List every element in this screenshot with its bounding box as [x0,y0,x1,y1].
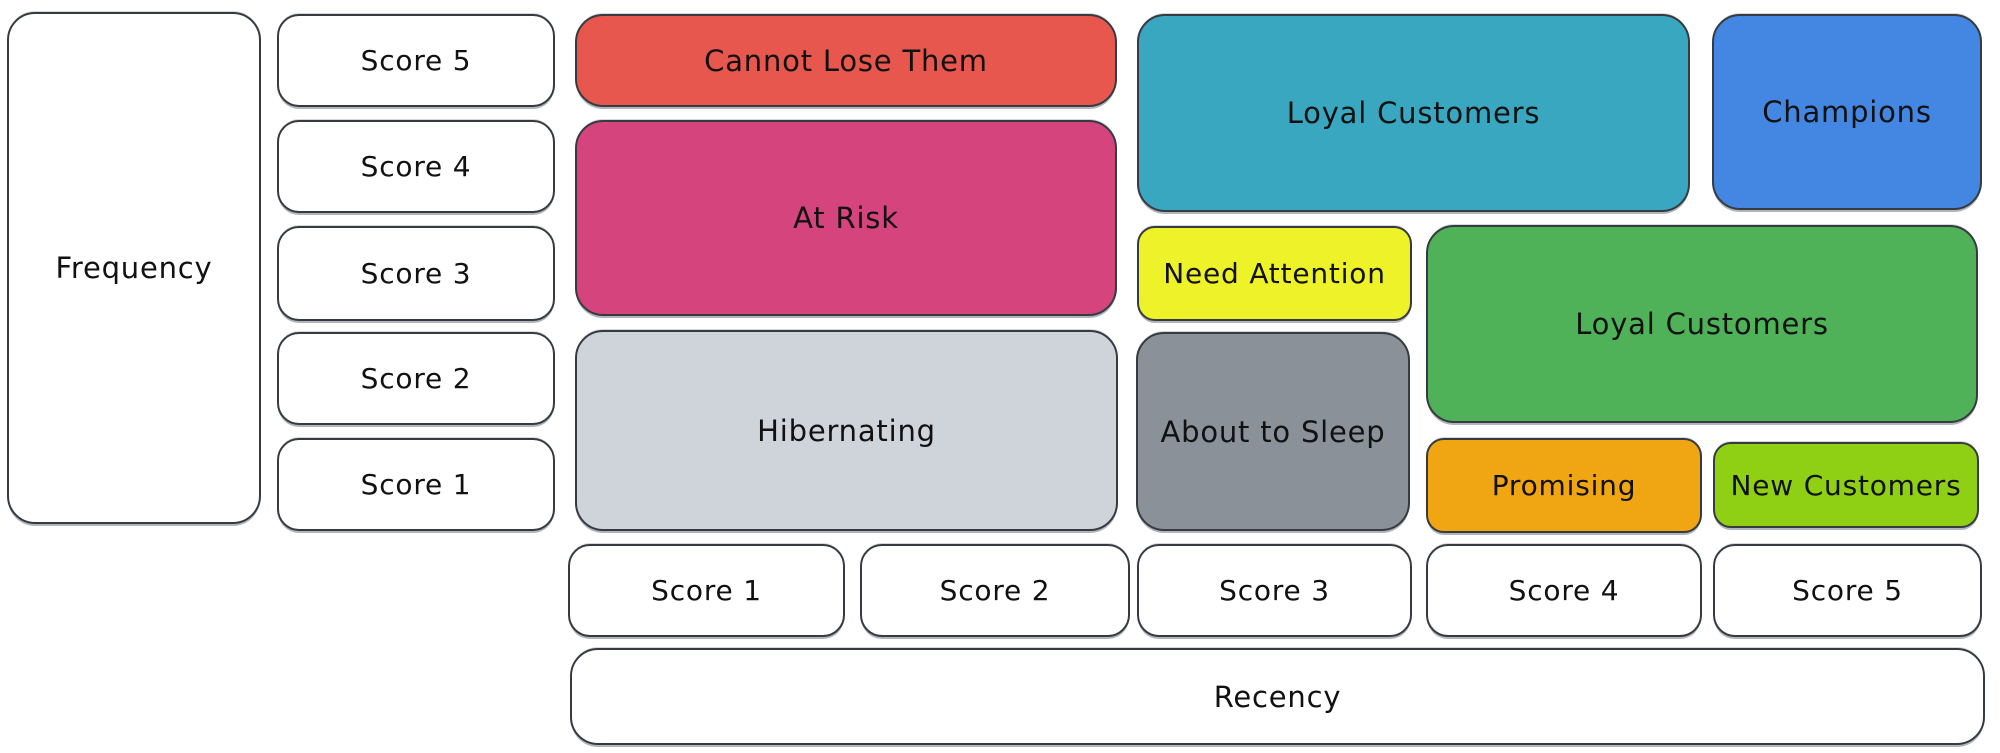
frequency-score-4-label: Score 4 [360,150,472,183]
segment-promising: Promising [1426,438,1702,533]
recency-score-4-label: Score 4 [1508,574,1620,607]
recency-score-1-label: Score 1 [651,574,762,607]
segment-about-to-sleep-label: About to Sleep [1160,414,1386,449]
recency-axis-label: Recency [1213,679,1342,714]
recency-score-4-box: Score 4 [1426,544,1702,637]
frequency-score-3-label: Score 3 [360,257,472,290]
segment-loyal-customers-green-label: Loyal Customers [1575,307,1829,341]
recency-score-2-box: Score 2 [860,544,1130,637]
segment-at-risk: At Risk [575,120,1117,316]
segment-need-attention-label: Need Attention [1163,257,1386,290]
segment-loyal-customers-teal: Loyal Customers [1137,14,1690,212]
frequency-score-3-box: Score 3 [277,226,555,321]
frequency-axis-label-box: Frequency [7,12,261,524]
frequency-score-5-label: Score 5 [360,44,472,77]
segment-promising-label: Promising [1491,469,1637,502]
segment-need-attention: Need Attention [1137,226,1412,321]
segment-cannot-lose-them: Cannot Lose Them [575,14,1117,107]
frequency-score-5-box: Score 5 [277,14,555,107]
frequency-score-2-label: Score 2 [360,362,472,395]
segment-new-customers-label: New Customers [1730,468,1962,502]
frequency-score-2-box: Score 2 [277,332,555,425]
recency-score-3-label: Score 3 [1219,574,1330,607]
segment-about-to-sleep: About to Sleep [1136,332,1410,531]
segment-hibernating: Hibernating [575,330,1118,531]
recency-score-5-label: Score 5 [1792,574,1903,607]
frequency-score-1-label: Score 1 [360,468,472,501]
recency-score-2-label: Score 2 [939,574,1051,607]
frequency-score-4-box: Score 4 [277,120,555,213]
segment-new-customers: New Customers [1713,442,1979,528]
segment-champions: Champions [1712,14,1982,210]
segment-loyal-customers-green: Loyal Customers [1426,225,1978,423]
recency-score-3-box: Score 3 [1137,544,1412,637]
frequency-score-1-box: Score 1 [277,438,555,531]
segment-hibernating-label: Hibernating [757,413,936,448]
segment-cannot-lose-them-label: Cannot Lose Them [704,43,988,78]
segment-champions-label: Champions [1762,95,1932,129]
segment-at-risk-label: At Risk [793,201,899,235]
segment-loyal-customers-teal-label: Loyal Customers [1286,96,1541,130]
recency-score-5-box: Score 5 [1713,544,1982,637]
frequency-axis-label: Frequency [55,251,213,285]
recency-axis-label-box: Recency [570,648,1985,745]
recency-score-1-box: Score 1 [568,544,845,637]
